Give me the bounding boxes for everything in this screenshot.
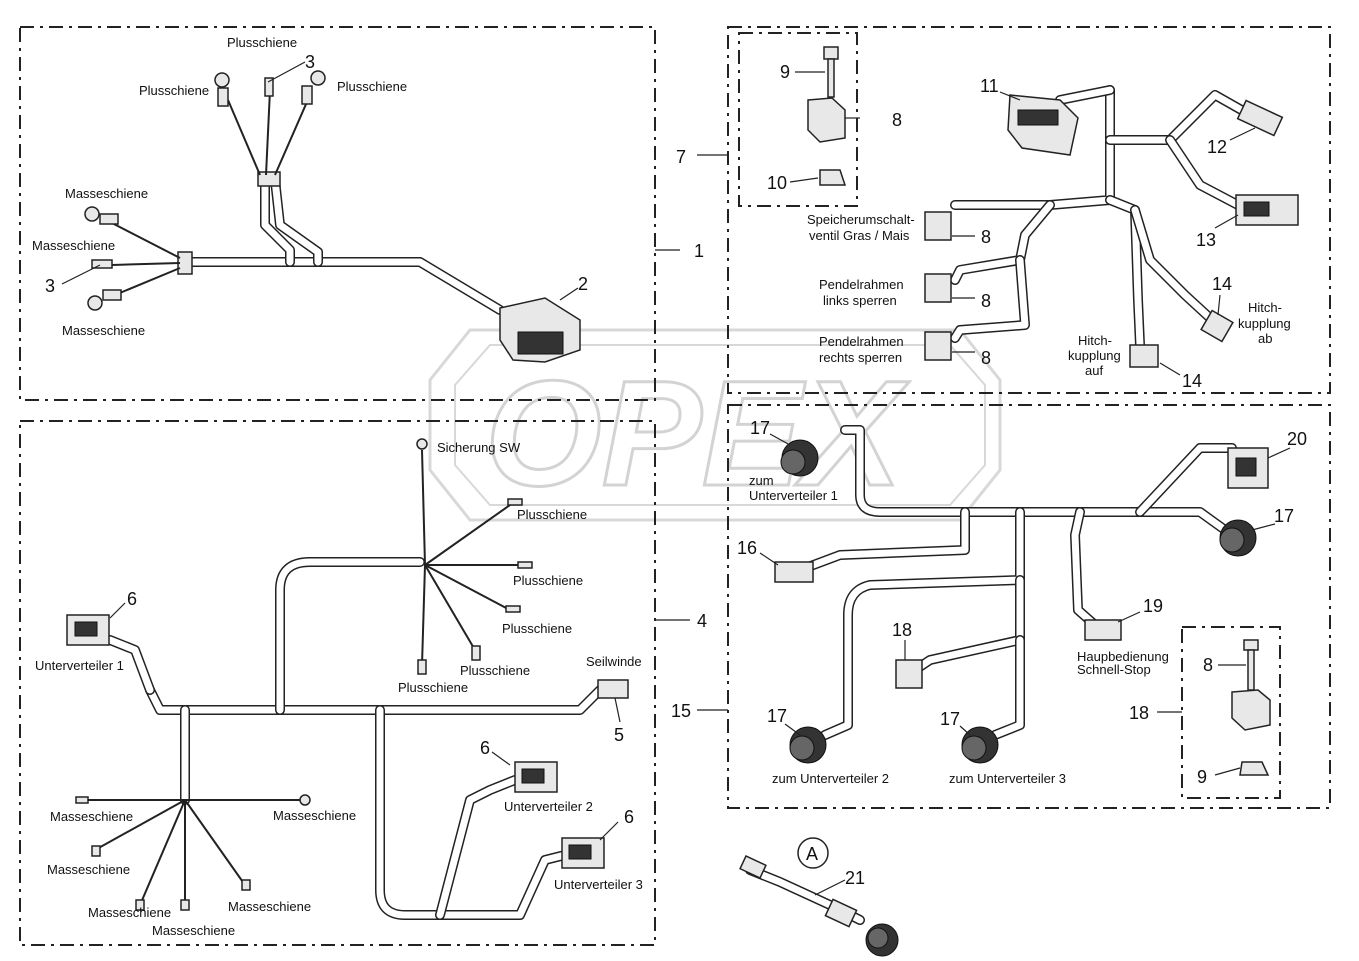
label-hitch-auf-1: Hitch- (1078, 333, 1112, 348)
label-zum-uv1-2: Unterverteiler 1 (749, 488, 838, 503)
label-plusschiene-p3: Plusschiene (502, 621, 572, 636)
callout-9b: 9 (1197, 767, 1207, 787)
label-unterverteiler-2: Unterverteiler 2 (504, 799, 593, 814)
callout-5: 5 (614, 725, 624, 745)
label-seilwinde: Seilwinde (586, 654, 642, 669)
detail-a-marker: A (806, 844, 818, 864)
label-masseschiene-c: Masseschiene (47, 862, 130, 877)
callout-17c: 17 (767, 706, 787, 726)
label-unterverteiler-3: Unterverteiler 3 (554, 877, 643, 892)
callout-7: 7 (676, 147, 686, 167)
callout-15: 15 (671, 701, 691, 721)
callout-8: 8 (1203, 655, 1213, 675)
label-masseschiene-d: Masseschiene (88, 905, 171, 920)
callout-19: 19 (1143, 596, 1163, 616)
label-plusschiene-right: Plusschiene (337, 79, 407, 94)
callout-17d: 17 (940, 709, 960, 729)
callout-13: 13 (1196, 230, 1216, 250)
watermark-text: OPEX (485, 349, 910, 517)
label-hitch-auf-3: auf (1085, 363, 1103, 378)
callout-8b: 8 (981, 227, 991, 247)
callout-9: 9 (780, 62, 790, 82)
callout-6a: 6 (127, 589, 137, 609)
callout-20: 20 (1287, 429, 1307, 449)
label-hitch-ab-2: kupplung (1238, 316, 1291, 331)
callout-6b: 6 (480, 738, 490, 758)
callout-18b: 18 (1129, 703, 1149, 723)
label-pendel-rechts-2: rechts sperren (819, 350, 902, 365)
label-masseschiene-2: Masseschiene (32, 238, 115, 253)
watermark: OPEX (428, 328, 1002, 522)
callout-6c: 6 (624, 807, 634, 827)
label-plusschiene-p5: Plusschiene (398, 680, 468, 695)
detail-a: A 21 (739, 837, 899, 957)
label-pendel-rechts-1: Pendelrahmen (819, 334, 904, 349)
panel-4: Sicherung SW Plusschiene Plusschiene Plu… (19, 420, 707, 946)
label-pendel-links-1: Pendelrahmen (819, 277, 904, 292)
label-masseschiene-3: Masseschiene (62, 323, 145, 338)
callout-3b: 3 (45, 276, 55, 296)
callout-11: 11 (980, 76, 999, 96)
label-hitch-auf-2: kupplung (1068, 348, 1121, 363)
callout-14a: 14 (1212, 274, 1232, 294)
label-plusschiene-p2: Plusschiene (513, 573, 583, 588)
label-zum-uv2: zum Unterverteiler 2 (772, 771, 889, 786)
label-masseschiene-e: Masseschiene (228, 899, 311, 914)
callout-12: 12 (1207, 137, 1227, 157)
label-haupbedienung-1: Haupbedienung (1077, 649, 1169, 664)
label-zum-uv3: zum Unterverteiler 3 (949, 771, 1066, 786)
label-masseschiene-b: Masseschiene (273, 808, 356, 823)
label-sicherung-sw: Sicherung SW (437, 440, 521, 455)
callout-8a: 8 (892, 110, 902, 130)
callout-4: 4 (697, 611, 707, 631)
callout-17b: 17 (1274, 506, 1294, 526)
label-unterverteiler-1: Unterverteiler 1 (35, 658, 124, 673)
callout-2: 2 (578, 274, 588, 294)
panel-7: Speicherumschalt- ventil Gras / Mais Pen… (676, 26, 1331, 394)
label-masseschiene-f: Masseschiene (152, 923, 235, 938)
label-speicher-2: ventil Gras / Mais (809, 228, 910, 243)
callout-1: 1 (694, 241, 704, 261)
callout-18a: 18 (892, 620, 912, 640)
callout-14b: 14 (1182, 371, 1202, 391)
callout-10: 10 (767, 173, 787, 193)
label-pendel-links-2: links sperren (823, 293, 897, 308)
label-plusschiene-p4: Plusschiene (460, 663, 530, 678)
callout-21: 21 (845, 868, 865, 888)
label-haupbedienung-2: Schnell-Stop (1077, 662, 1151, 677)
label-speicher-1: Speicherumschalt- (807, 212, 915, 227)
panel-1: Plusschiene Plusschiene Plusschiene Mass… (19, 26, 704, 401)
callout-8c: 8 (981, 291, 991, 311)
label-hitch-ab-1: Hitch- (1248, 300, 1282, 315)
callout-17a: 17 (750, 418, 770, 438)
label-masseschiene-1: Masseschiene (65, 186, 148, 201)
label-plusschiene-top: Plusschiene (227, 35, 297, 50)
label-plusschiene-p1: Plusschiene (517, 507, 587, 522)
callout-16: 16 (737, 538, 757, 558)
label-zum-uv1-1: zum (749, 473, 774, 488)
panel-15: zum Unterverteiler 1 zum Unterverteiler … (671, 404, 1331, 809)
label-hitch-ab-3: ab (1258, 331, 1272, 346)
callout-8d: 8 (981, 348, 991, 368)
label-plusschiene-left: Plusschiene (139, 83, 209, 98)
label-masseschiene-a: Masseschiene (50, 809, 133, 824)
callout-3a: 3 (305, 52, 315, 72)
